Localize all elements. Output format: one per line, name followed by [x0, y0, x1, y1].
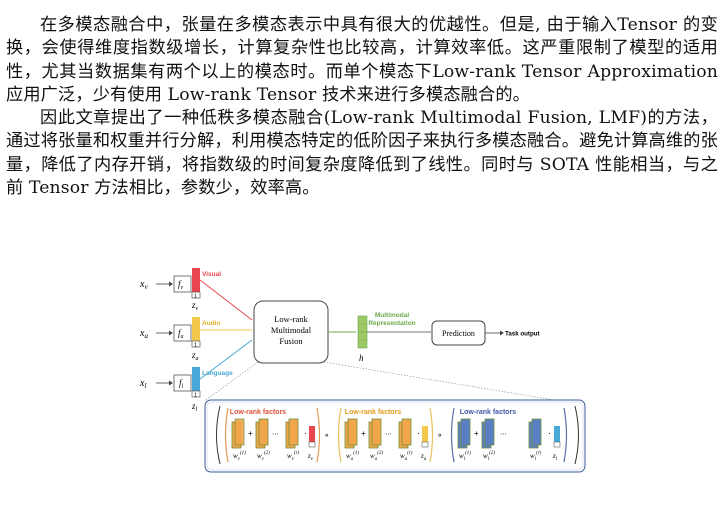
- svg-text:wv(r): wv(r): [287, 451, 300, 462]
- modality-visual: xv fv 1 Visual zv: [139, 268, 221, 312]
- zv-small: [309, 426, 315, 442]
- z-visual-label: zv: [191, 300, 199, 312]
- input-x-language: xl: [139, 378, 146, 390]
- factor-group-audio: Low-rank factors + ⋯ wa(1) wa(2) wa(r) ·…: [337, 407, 434, 463]
- dot-op-l: ·: [548, 428, 551, 438]
- modality-audio: xa fa 1 Audio za: [139, 317, 220, 362]
- label-language: Language: [202, 370, 233, 377]
- plus-l-1: +: [474, 429, 479, 438]
- fusion-label-line-1: Low-rank: [274, 314, 308, 324]
- za-small: [422, 426, 428, 442]
- task-output-label: Task output: [505, 331, 540, 338]
- z-language-label: zl: [191, 401, 198, 413]
- input-x-visual: xv: [139, 279, 148, 291]
- svg-text:zl: zl: [552, 452, 558, 462]
- factor-a1: [347, 418, 358, 446]
- low-rank-factors-panel: [204, 399, 586, 473]
- factor-l1: [460, 418, 471, 446]
- svg-text:wl(2): wl(2): [483, 451, 495, 462]
- encoder-visual: [173, 275, 192, 293]
- svg-text:wl(1): wl(1): [459, 451, 471, 462]
- svg-text:wa(1): wa(1): [346, 451, 359, 462]
- encoder-language-label: fl: [179, 378, 184, 390]
- z-language-vector: [192, 367, 200, 391]
- factor-ar: [401, 418, 412, 446]
- article-text: 在多模态融合中，张量在多模态表示中具有很大的优越性。但是, 由于输入Tensor…: [6, 14, 718, 200]
- modality-language: xl fl 1 Language zl: [139, 367, 233, 413]
- svg-text:wa(2): wa(2): [370, 451, 383, 462]
- encoder-audio: [173, 324, 192, 342]
- z-visual-vector: [192, 268, 200, 292]
- dot-op-a: ·: [417, 428, 420, 438]
- svg-text:zv: zv: [307, 452, 314, 462]
- zl-small: [554, 426, 560, 442]
- hadamard-2: ∘: [437, 430, 443, 440]
- svg-text:za: za: [420, 452, 427, 462]
- factor-l2: [484, 418, 495, 446]
- h-label: h: [359, 353, 364, 363]
- factor-a2: [371, 418, 382, 446]
- factor-v2: [258, 418, 269, 446]
- one-label-visual: 1: [194, 294, 197, 300]
- multimodal-label-line-2: Representation: [368, 320, 415, 327]
- factor-lr: [531, 418, 542, 446]
- paragraph-1: 在多模态融合中，张量在多模态表示中具有很大的优越性。但是, 由于输入Tensor…: [6, 15, 718, 105]
- encoder-visual-label: fv: [178, 279, 184, 291]
- one-label-audio: 1: [194, 343, 197, 349]
- dot-op-v: ·: [304, 428, 307, 438]
- encoder-language: [173, 374, 192, 392]
- prediction-label: Prediction: [442, 329, 475, 338]
- dots-a: ⋯: [385, 431, 392, 438]
- paragraph-2: 因此文章提出了一种低秩多模态融合(Low-rank Multimodal Fus…: [6, 108, 718, 199]
- multimodal-label-line-1: Multimodal: [375, 312, 409, 319]
- plus-v-1: +: [248, 429, 253, 438]
- svg-text:wa(r): wa(r): [400, 451, 413, 462]
- label-audio: Audio: [202, 320, 220, 327]
- fusion-label-line-3: Fusion: [279, 336, 303, 346]
- hadamard-1: ∘: [324, 430, 330, 440]
- factor-group-visual: Low-rank factors + ⋯ wv(1) wv(2) wv(r) ·…: [224, 407, 321, 463]
- svg-text:wl(r): wl(r): [530, 451, 542, 462]
- dots-v: ⋯: [272, 431, 279, 438]
- svg-text:wv(2): wv(2): [257, 451, 270, 462]
- dots-l: ⋯: [500, 431, 507, 438]
- factor-vr: [288, 418, 299, 446]
- encoder-audio-label: fa: [178, 328, 184, 340]
- input-x-audio: xa: [139, 328, 148, 340]
- factors-title-visual: Low-rank factors: [230, 409, 287, 416]
- factors-title-audio: Low-rank factors: [345, 409, 402, 416]
- plus-a-1: +: [361, 429, 366, 438]
- factor-group-language: Low-rank factors + ⋯ wl(1) wl(2) wl(r) ·…: [450, 407, 568, 463]
- factors-title-language: Low-rank factors: [460, 409, 517, 416]
- z-audio-label: za: [191, 350, 199, 362]
- z-audio-vector: [192, 317, 200, 341]
- lmf-architecture-figure: xv fv 1 Visual zv xa fa 1 Audio za xl fl…: [139, 268, 586, 473]
- svg-text:wv(1): wv(1): [233, 451, 246, 462]
- fusion-label-line-2: Multimodal: [271, 325, 312, 335]
- one-label-language: 1: [194, 393, 197, 399]
- label-visual: Visual: [202, 271, 221, 278]
